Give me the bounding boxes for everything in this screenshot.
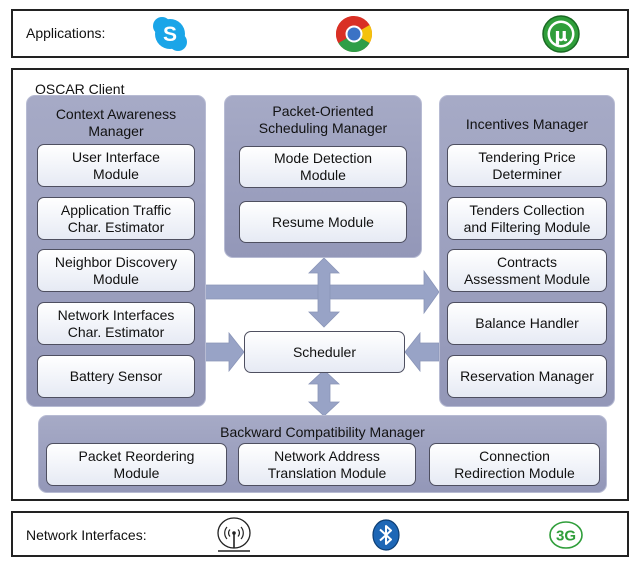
resume-module[interactable]: Resume Module	[239, 201, 407, 243]
incentives-title: Incentives Manager	[465, 116, 589, 132]
application-traffic-estimator[interactable]: Application Traffic Char. Estimator	[37, 197, 195, 240]
tenders-collection-module[interactable]: Tenders Collection and Filtering Module	[447, 197, 607, 240]
arrow-incentives-to-scheduler	[404, 331, 440, 373]
skype-icon[interactable]: S	[151, 16, 189, 52]
backward-compatibility-title: Backward Compatibility Manager	[220, 424, 425, 440]
packet-scheduling-title: Packet-Oriented Scheduling Manager	[258, 103, 388, 136]
packet-reordering-module[interactable]: Packet Reordering Module	[46, 443, 227, 486]
user-interface-module[interactable]: User Interface Module	[37, 144, 195, 187]
utorrent-icon[interactable]: µ	[541, 14, 581, 54]
nat-module[interactable]: Network Address Translation Module	[238, 443, 416, 486]
oscar-client-label: OSCAR Client	[35, 81, 125, 97]
neighbor-discovery-module[interactable]: Neighbor Discovery Module	[37, 249, 195, 292]
bluetooth-icon[interactable]	[369, 518, 403, 552]
scheduler[interactable]: Scheduler	[244, 331, 405, 373]
contracts-assessment-module[interactable]: Contracts Assessment Module	[447, 249, 607, 292]
arrow-packet-scheduler	[308, 257, 340, 328]
balance-handler-module[interactable]: Balance Handler	[447, 302, 607, 345]
applications-bar: Applications: S µ	[11, 9, 629, 58]
reservation-manager-module[interactable]: Reservation Manager	[447, 355, 607, 398]
3g-icon[interactable]: 3G	[547, 519, 585, 551]
applications-label: Applications:	[26, 25, 106, 41]
network-interfaces-estimator[interactable]: Network Interfaces Char. Estimator	[37, 302, 195, 345]
context-awareness-title: Context Awareness Manager	[55, 106, 177, 139]
arrow-context-to-scheduler	[203, 331, 245, 373]
battery-sensor-module[interactable]: Battery Sensor	[37, 355, 195, 398]
tendering-price-determiner[interactable]: Tendering Price Determiner	[447, 144, 607, 187]
3g-icon-text: 3G	[556, 528, 576, 545]
network-interfaces-bar: Network Interfaces: 3G	[11, 511, 629, 557]
svg-text:µ: µ	[554, 25, 567, 46]
connection-redirection-module[interactable]: Connection Redirection Module	[429, 443, 600, 486]
svg-text:S: S	[163, 23, 177, 46]
network-interfaces-label: Network Interfaces:	[26, 527, 147, 543]
arrow-scheduler-backward	[307, 369, 341, 417]
chrome-icon[interactable]	[334, 14, 374, 54]
mode-detection-module[interactable]: Mode Detection Module	[239, 146, 407, 188]
wifi-antenna-icon[interactable]	[214, 516, 254, 554]
